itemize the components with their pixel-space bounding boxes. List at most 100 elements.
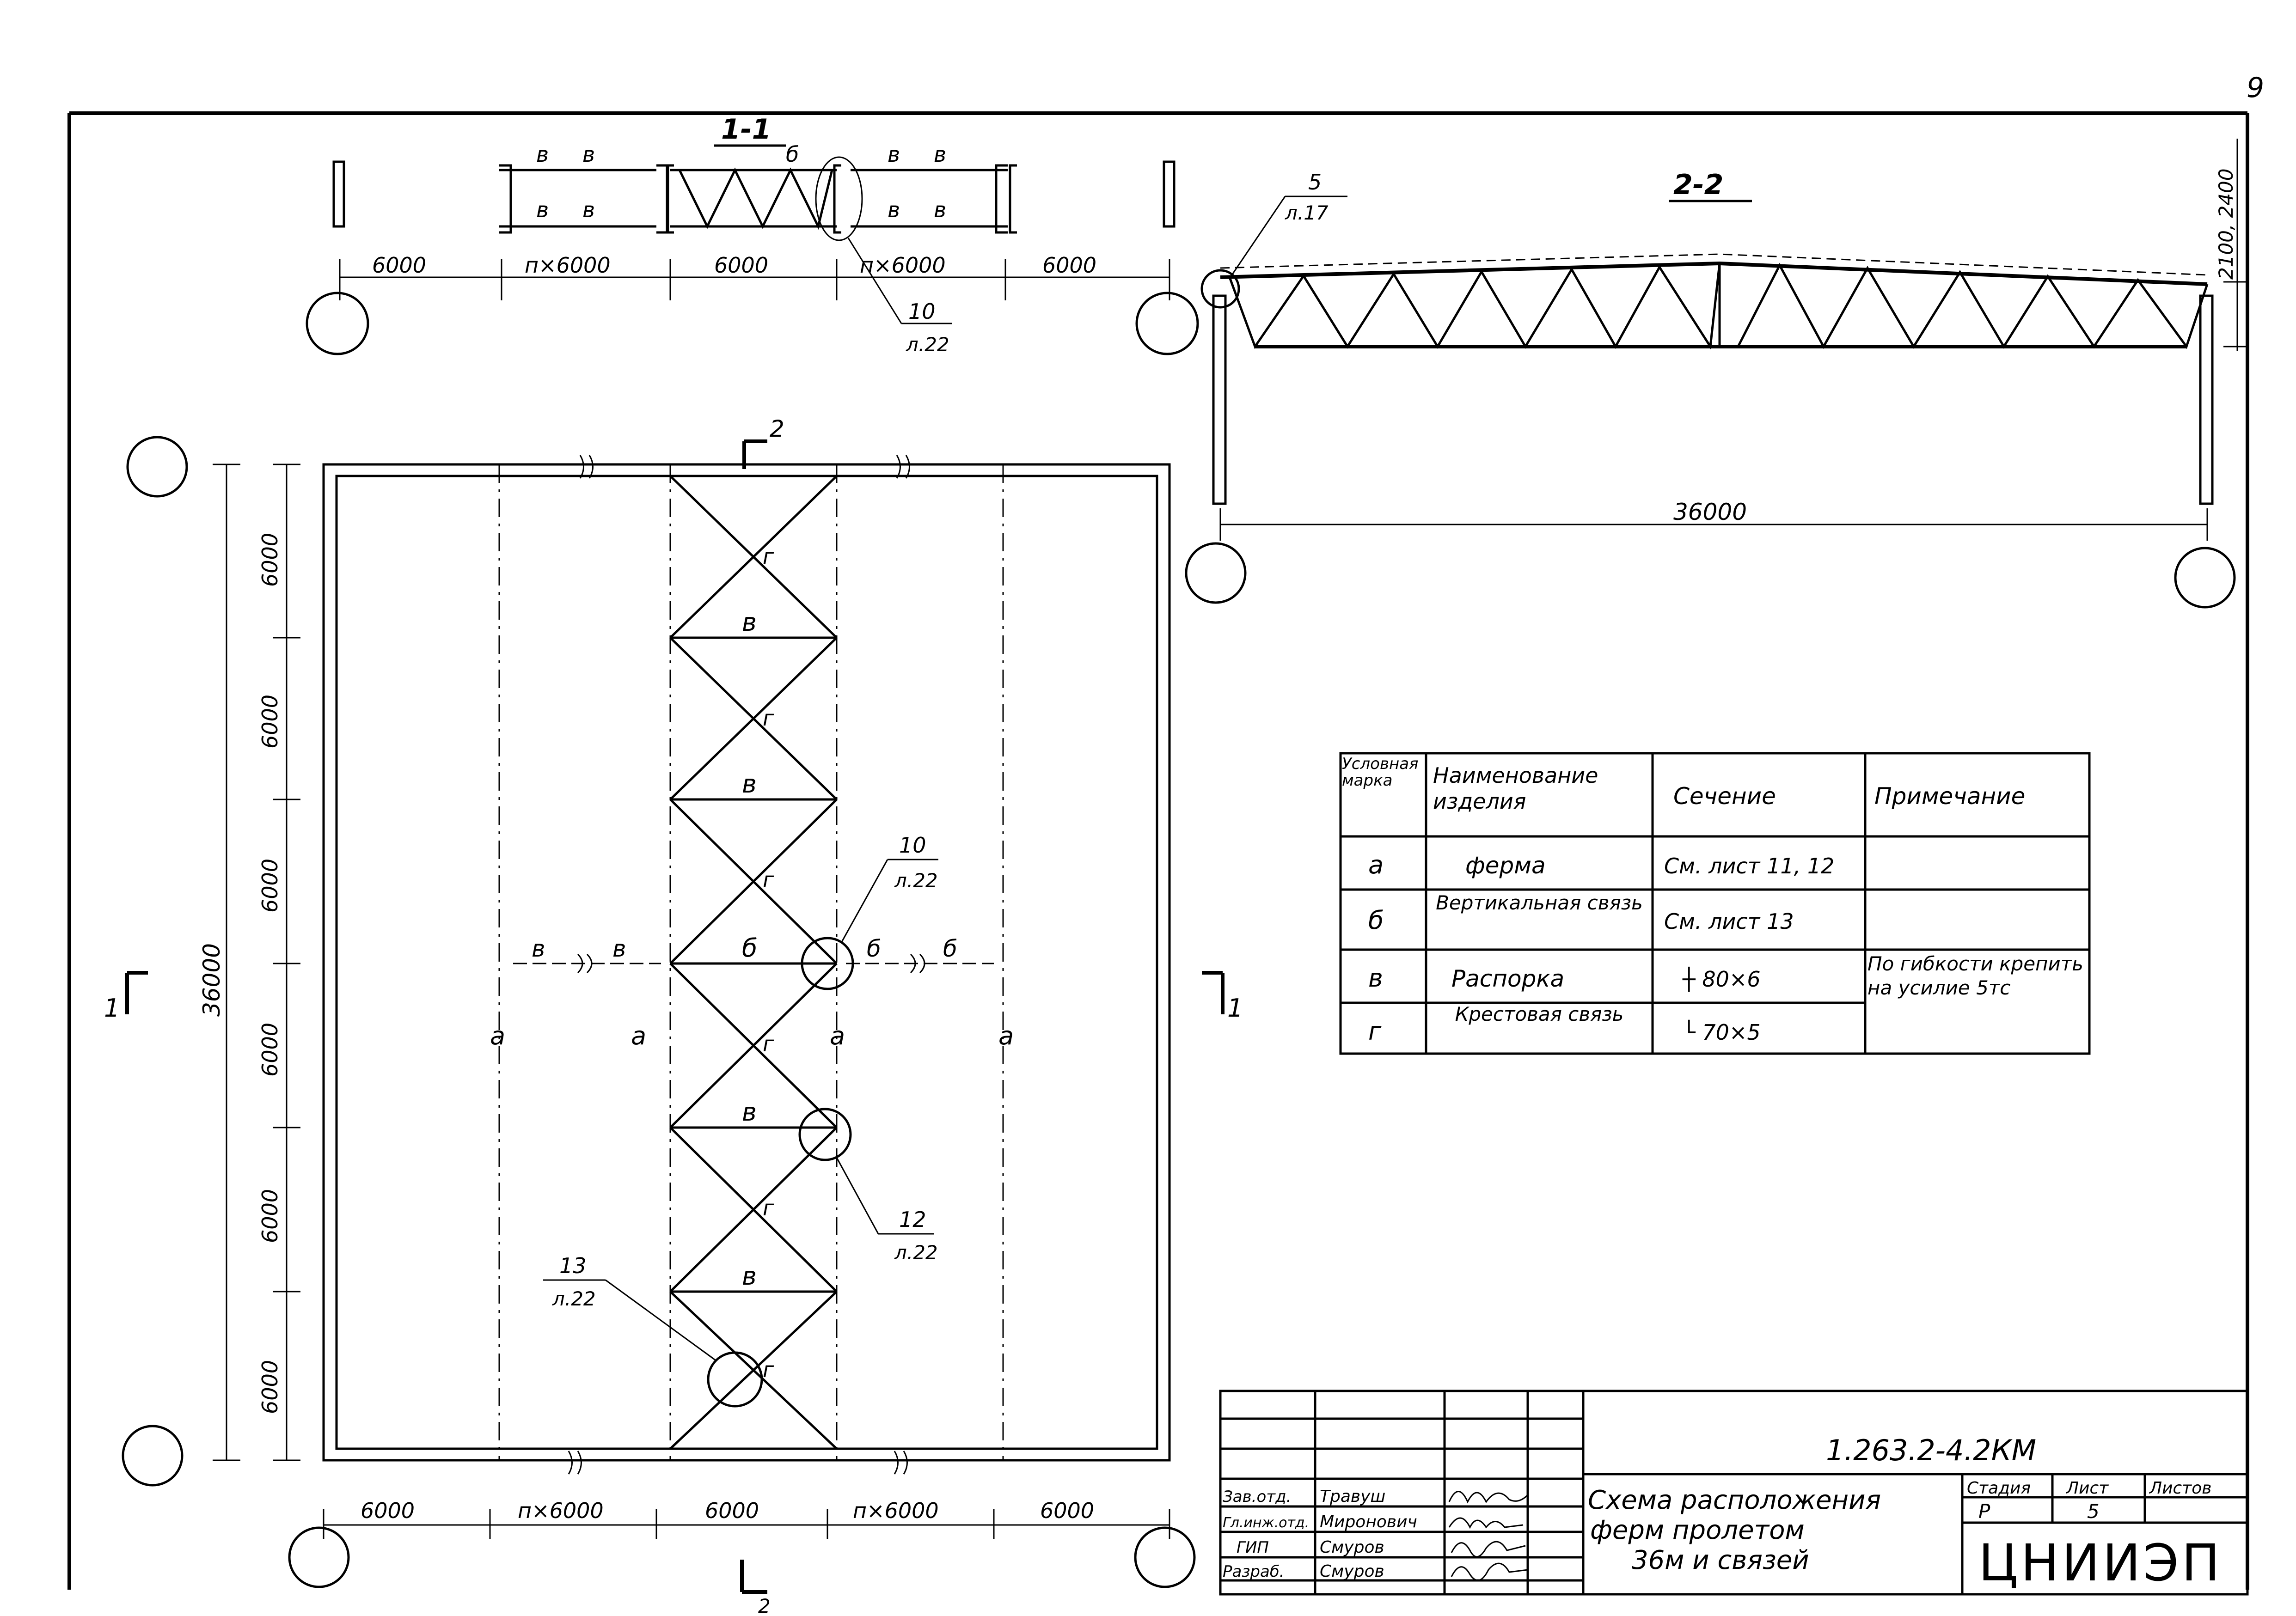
callout-12-num: 12 [899, 1207, 926, 1232]
row-mark: в [1368, 964, 1383, 993]
cross-mark: г [763, 1357, 774, 1382]
side-mark: б [867, 935, 881, 962]
dim-text: 6000 [257, 1189, 282, 1243]
mark-v: в [582, 142, 595, 167]
dim-text: 6000 [257, 859, 282, 913]
cut-mark-top: 2 [770, 415, 784, 442]
mark-v: в [934, 197, 946, 222]
truss-mark: а [631, 1021, 646, 1050]
signer-name: Смуров [1320, 1538, 1384, 1557]
callout-10-sheet: л.22 [894, 869, 938, 892]
truss-mark: а [830, 1021, 845, 1050]
height-dim: 2100, 2400 [2215, 169, 2237, 280]
row-mark: г [1368, 1017, 1382, 1046]
axis-bubble [2174, 547, 2236, 609]
dim-text: 6000 [257, 1023, 282, 1077]
signer-name: Травуш [1320, 1487, 1385, 1506]
row-section: ┼ 80×6 [1682, 966, 1761, 992]
mark-v: в [582, 197, 595, 222]
axis-bubble [126, 436, 188, 498]
cut-mark-bottom: 2 [758, 1595, 771, 1616]
dim-text: 6000 [1042, 253, 1096, 278]
axis-bubble [1185, 542, 1247, 604]
stage-label: Стадия [1967, 1479, 2031, 1498]
plan-view: а а а а г г г г г г в в б в в в в б б 10… [104, 415, 1243, 1616]
dim-text: п×6000 [853, 1498, 939, 1523]
dim-text: 6000 [1040, 1498, 1094, 1523]
signer-role: Гл.инж.отд. [1223, 1515, 1309, 1531]
callout-13-sheet: л.22 [552, 1287, 596, 1310]
section-2-2-title: 2-2 [1673, 169, 1723, 201]
page-number: 9 [2247, 72, 2264, 104]
section-1-1-title: 1-1 [721, 113, 771, 146]
cross-mark: г [763, 867, 774, 892]
sheet-label: Лист [2065, 1479, 2109, 1498]
dim-text: 6000 [372, 253, 426, 278]
row-section: См. лист 13 [1664, 909, 1794, 934]
row-name: Вертикальная связь [1436, 892, 1643, 914]
mark-v: в [536, 197, 549, 222]
axis-bubble [122, 1425, 184, 1487]
dim-text: 6000 [257, 533, 282, 587]
drawing-title-2: ферм пролетом [1590, 1515, 1805, 1545]
dim-text: 6000 [714, 253, 768, 278]
axis-bubble [1134, 1526, 1196, 1588]
row-section: └ 70×5 [1683, 1019, 1761, 1045]
callout-10-num: 10 [908, 299, 936, 324]
mark-v: в [934, 142, 946, 167]
axis-bubble [288, 1526, 350, 1588]
sheet-frame [67, 111, 2249, 1590]
cross-mark: г [763, 1031, 774, 1056]
callout-13-num: 13 [559, 1253, 587, 1278]
dim-text: 6000 [257, 1360, 282, 1414]
side-mark: в [532, 935, 545, 962]
section-1-1: 1-1 10 л.22 в в в в б [306, 113, 1199, 356]
dim-text: п×6000 [525, 253, 611, 278]
side-mark: в [612, 935, 626, 962]
signatures [1448, 1491, 1529, 1581]
axis-bubble [306, 292, 369, 355]
span-dim: 36000 [1673, 499, 1747, 525]
header-section: Сечение [1673, 783, 1776, 810]
cross-mark: г [763, 1195, 774, 1220]
total-dim: 36000 [198, 943, 225, 1017]
strut-mark: в [742, 769, 757, 799]
mark-v: в [888, 142, 900, 167]
title-block: 1.263.2-4.2КМ Схема расположения ферм пр… [1219, 1390, 2249, 1596]
callout-5-sheet: л.17 [1285, 201, 1329, 224]
dim-text: 6000 [705, 1498, 759, 1523]
signer-role: Разраб. [1223, 1562, 1285, 1581]
mark-v: в [536, 142, 549, 167]
truss-mark: а [490, 1021, 505, 1050]
row-section: См. лист 11, 12 [1664, 854, 1834, 878]
cut-mark-right: 1 [1227, 994, 1243, 1023]
strut-mark: в [742, 1262, 757, 1291]
callout-5-num: 5 [1308, 170, 1322, 195]
table-note: По гибкости крепить на усилие 5тс [1867, 952, 2084, 999]
drawing-code: 1.263.2-4.2КМ [1826, 1433, 2036, 1467]
organization: ЦНИИЭП [1978, 1533, 2223, 1592]
header-name: Наименование изделия [1433, 763, 1598, 814]
strut-mark: в [742, 608, 757, 637]
signer-role: ГИП [1237, 1538, 1269, 1557]
header-mark: Условная марка [1342, 756, 1419, 790]
strut-mark: в [742, 1098, 757, 1127]
axis-bubble [1135, 292, 1199, 355]
cut-mark-left: 1 [104, 994, 120, 1023]
row-name: Распорка [1451, 965, 1564, 992]
dim-text: 6000 [257, 695, 282, 749]
callout-10-num: 10 [899, 833, 926, 858]
mark-v: в [888, 197, 900, 222]
header-note: Примечание [1874, 783, 2025, 810]
row-mark: а [1368, 850, 1384, 879]
signer-role: Зав.отд. [1223, 1488, 1291, 1506]
sheets-label: Листов [2149, 1479, 2211, 1498]
mark-b: б [786, 142, 799, 167]
dim-text: п×6000 [860, 253, 946, 278]
signer-name: Смуров [1320, 1562, 1384, 1581]
callout-12-sheet: л.22 [894, 1241, 938, 1264]
sheet-value: 5 [2087, 1500, 2100, 1523]
callout-10-sheet: л.22 [906, 333, 949, 356]
stage-value: Р [1978, 1500, 1990, 1523]
